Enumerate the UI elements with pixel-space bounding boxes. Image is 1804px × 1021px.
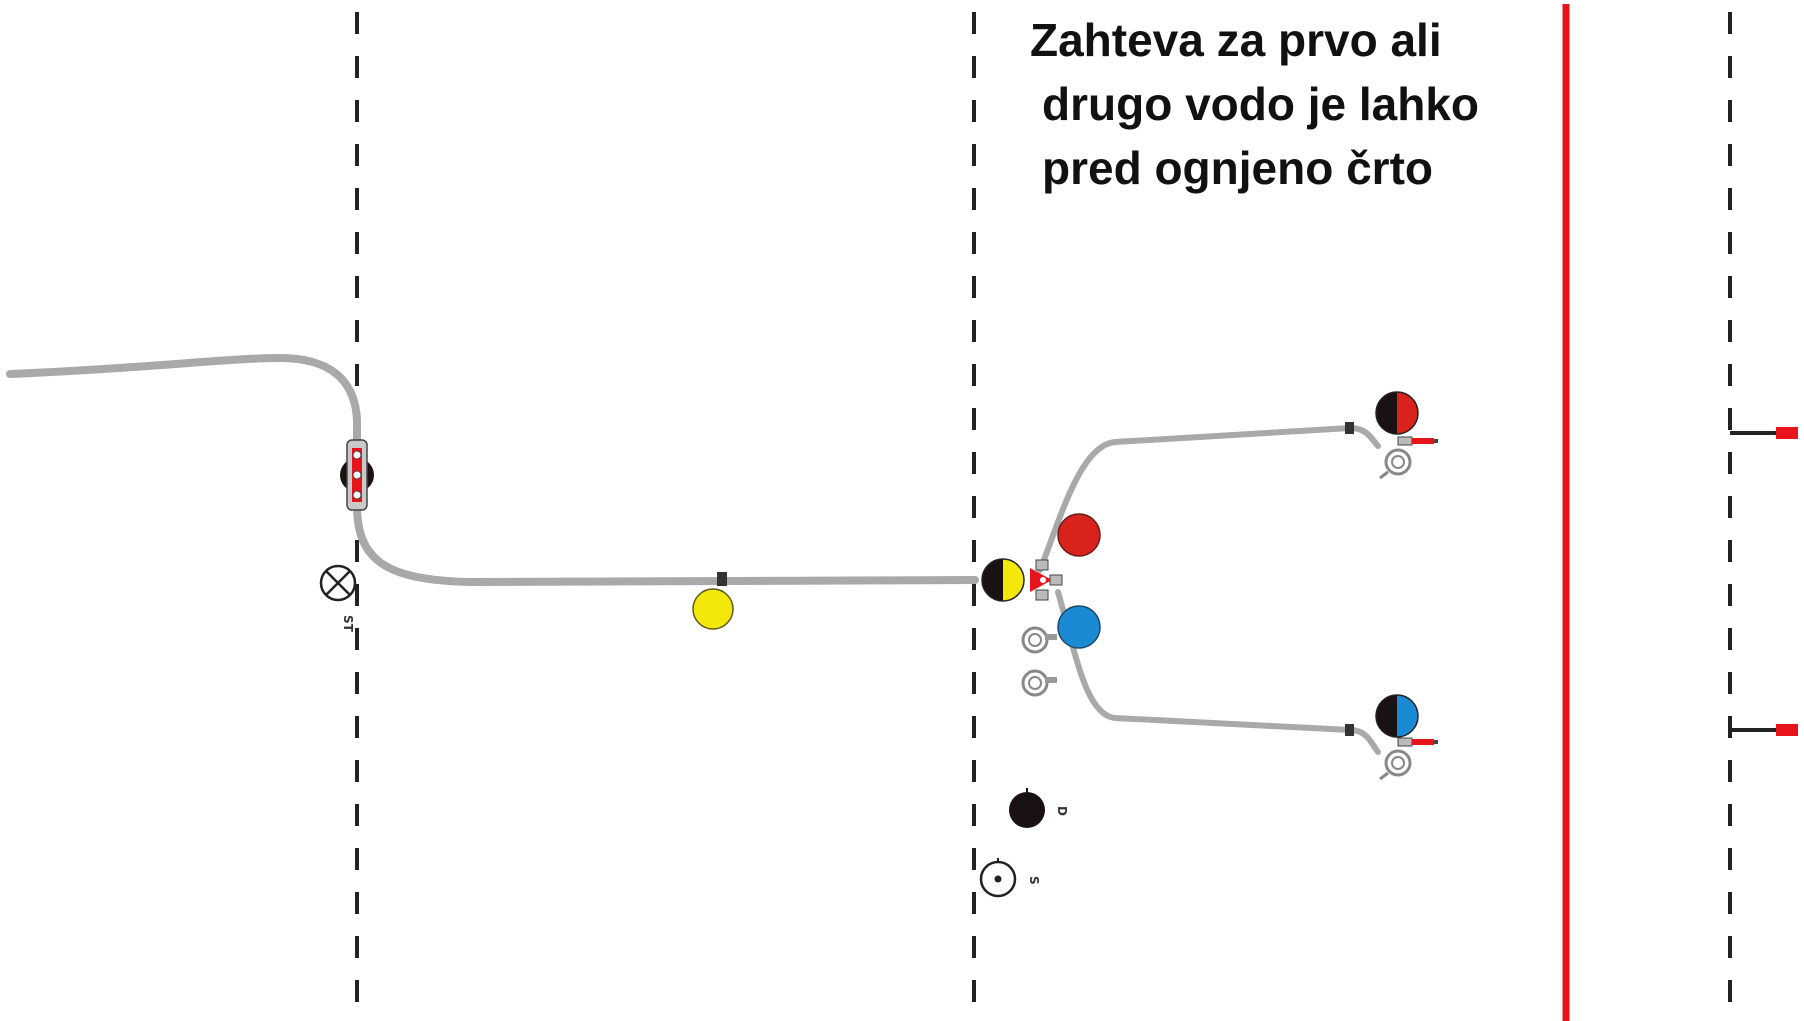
coiled-hose-icon (1379, 448, 1412, 480)
coiled-hose-icon (1379, 749, 1412, 781)
caption-line-1: Zahteva za prvo ali (1030, 14, 1442, 66)
hose-coupling (717, 572, 727, 586)
blue-circle-icon (1057, 605, 1101, 649)
yellow-circle-icon (692, 588, 734, 630)
first-water-hose (1037, 424, 1381, 573)
distributor-marker-label: D (1055, 806, 1069, 816)
coiled-hose-icon (1021, 626, 1057, 654)
pump-icon (340, 439, 374, 511)
distributor-marker-icon (1009, 788, 1045, 828)
red-circle-icon (1057, 513, 1101, 557)
nozzle-icon (1397, 436, 1438, 446)
black-yellow-circle-icon (981, 558, 1025, 602)
nozzle-icon (1397, 737, 1438, 747)
second-water-hose (1055, 589, 1381, 755)
referee-marker-icon (979, 858, 1017, 898)
black-red-circle-icon (1375, 391, 1419, 435)
hose-coupling (1345, 724, 1354, 736)
hose-coupling (1345, 422, 1354, 434)
supply-hose (6, 353, 979, 587)
target-stand-icon (1730, 427, 1798, 439)
crossed-circle-icon (319, 564, 357, 602)
coiled-hose-icon (1021, 669, 1057, 697)
caption-line-2: drugo vodo je lahko (1042, 78, 1480, 130)
distributor-icon (1030, 559, 1063, 601)
target-stand-icon (1730, 724, 1798, 736)
black-blue-circle-icon (1375, 694, 1419, 738)
referee-marker-label: S (1027, 876, 1041, 885)
start-marker-label: ST (341, 615, 355, 633)
caption-line-3: pred ognjeno črto (1042, 142, 1433, 194)
